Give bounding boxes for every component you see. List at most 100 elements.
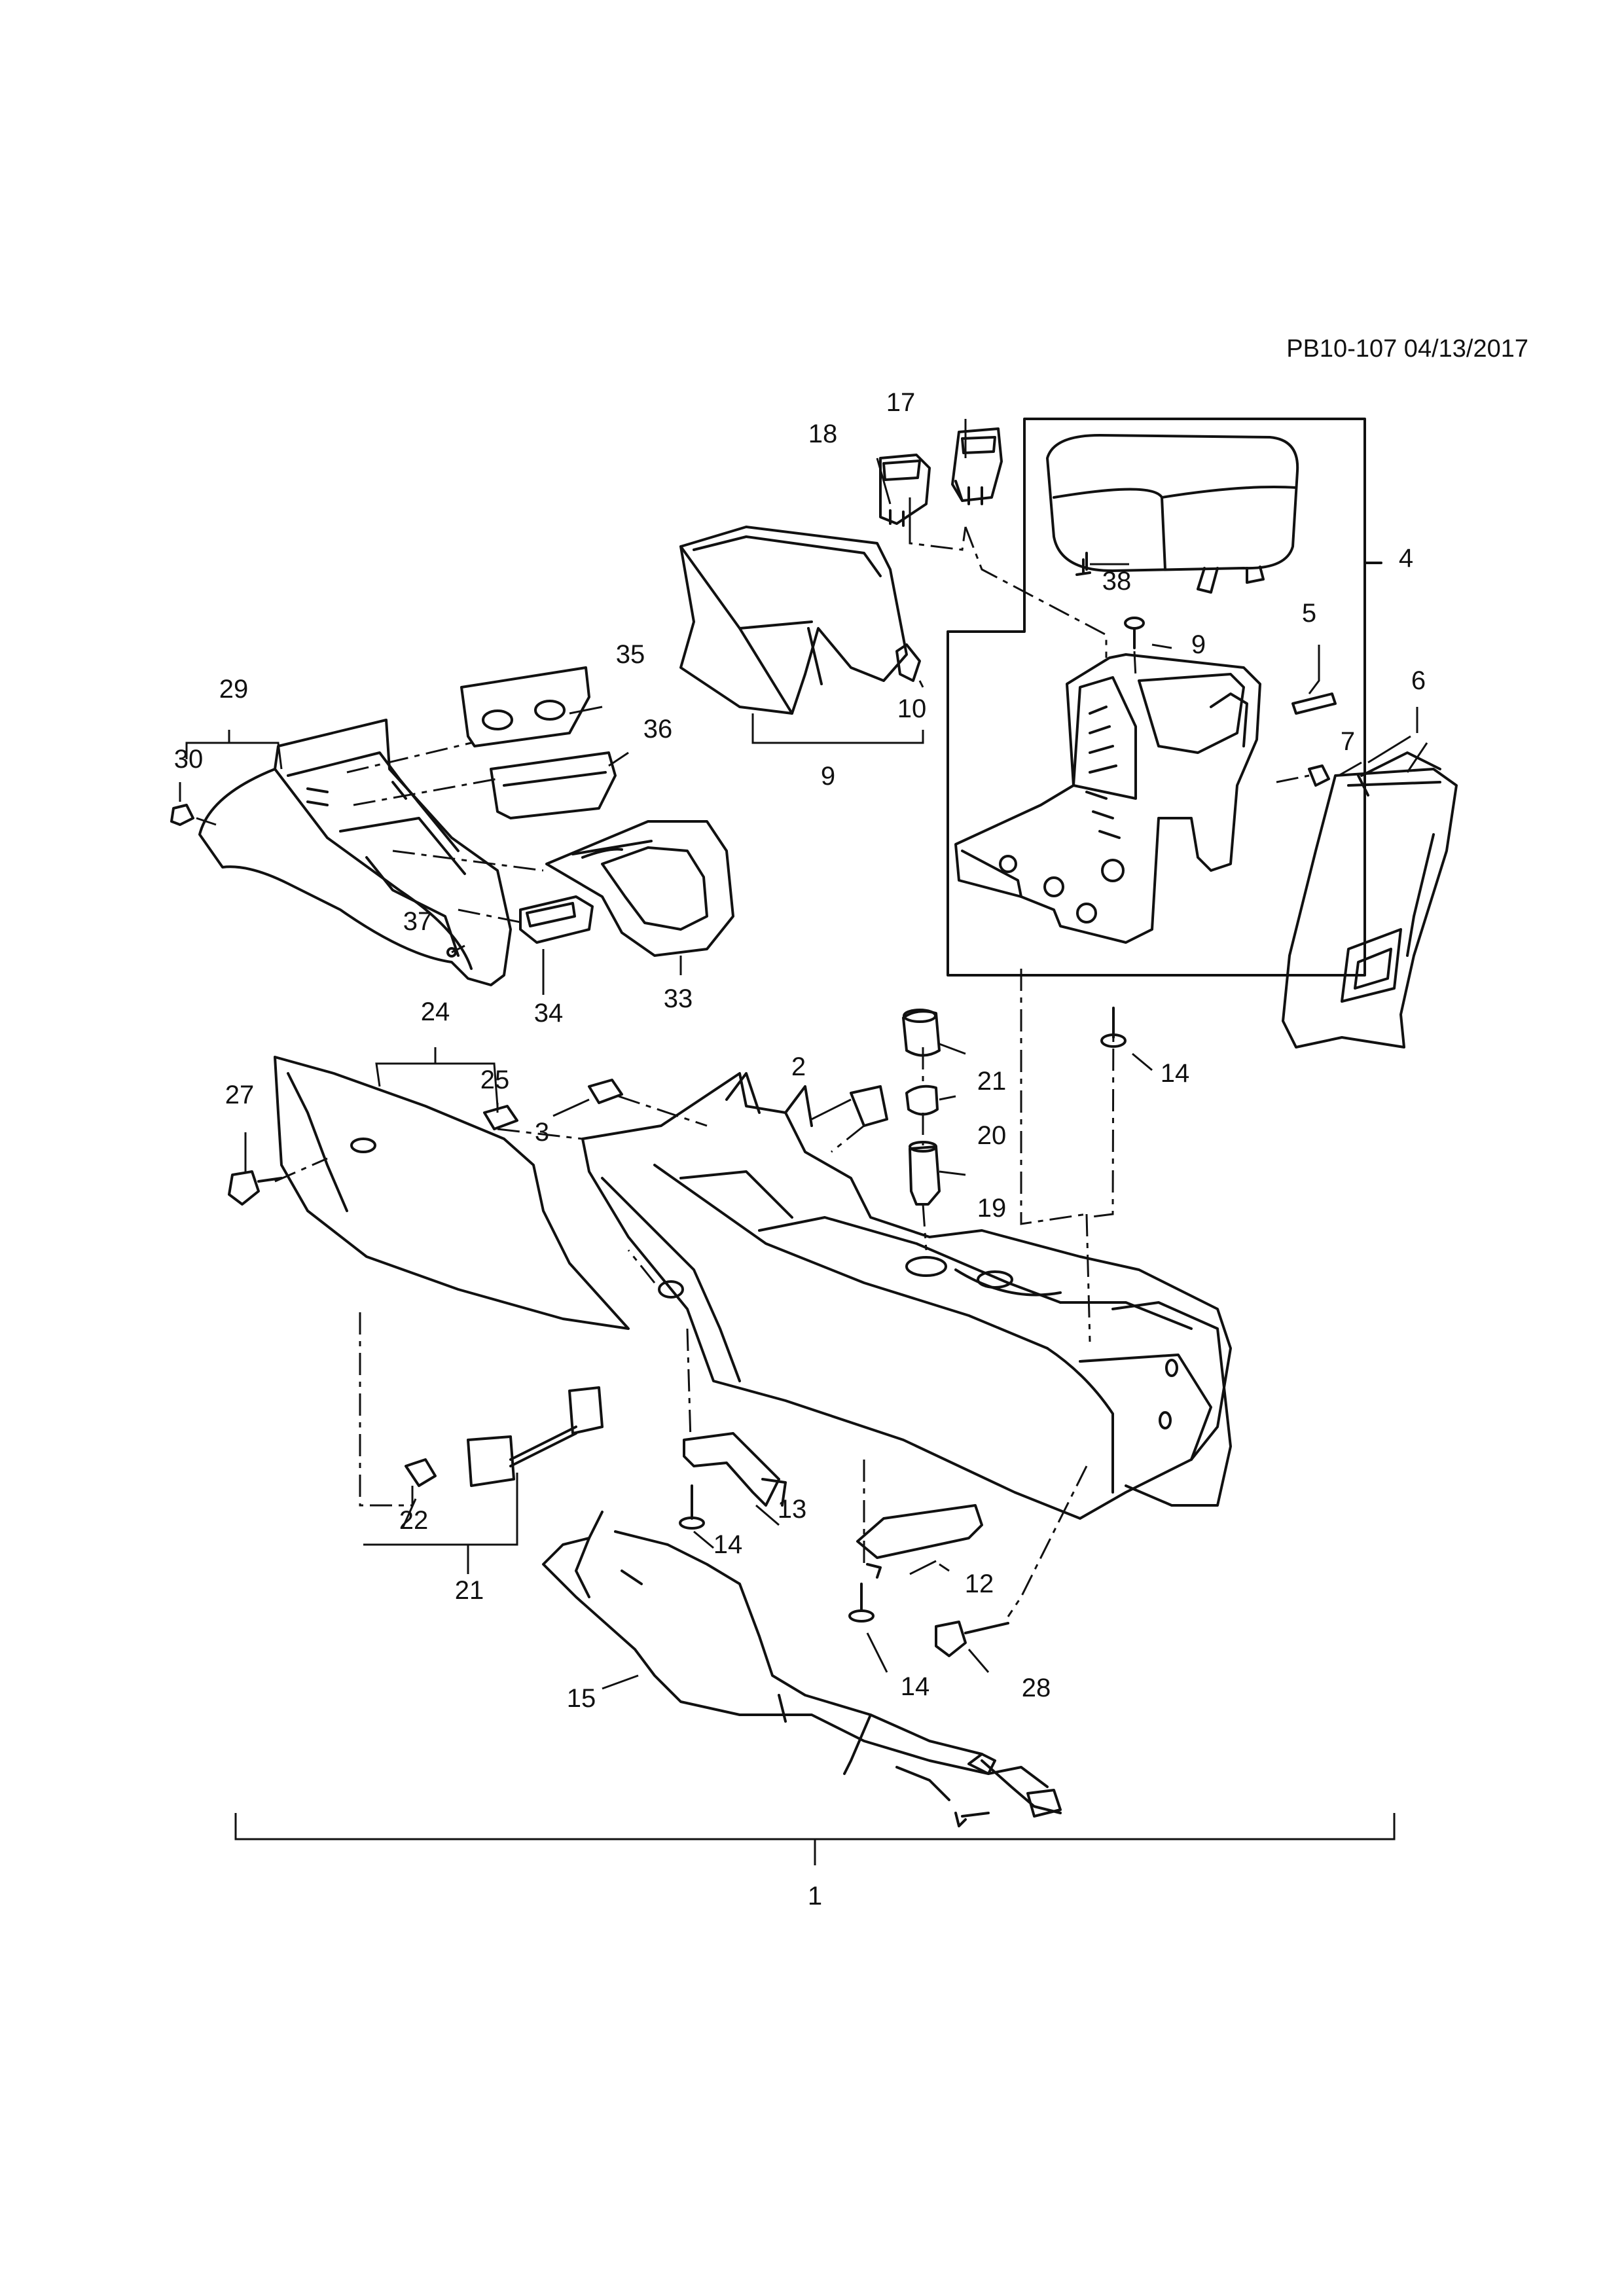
bracket-12 — [856, 1504, 983, 1559]
leader-line — [939, 1095, 956, 1101]
callout-11: 10 — [897, 694, 927, 723]
switch-17 — [879, 454, 931, 525]
leader-dashed — [1133, 651, 1137, 678]
overall-assembly-bracket — [234, 1813, 1396, 1865]
leader-dashed — [1020, 969, 1087, 1225]
main-console-body — [581, 1072, 1232, 1520]
callout-17: 18 — [808, 420, 838, 448]
leader-dashed — [353, 778, 498, 806]
leader-line — [1151, 643, 1172, 649]
callout-13: 13 — [777, 1495, 807, 1524]
leader-line — [918, 680, 924, 688]
leader-dashed — [627, 1249, 656, 1283]
bracket-13 — [683, 1432, 780, 1507]
leader-line — [185, 730, 283, 770]
switch-16 — [951, 427, 1003, 502]
callout-19: 20 — [977, 1121, 1007, 1150]
leader-line — [939, 1043, 966, 1055]
leader-line — [1308, 645, 1320, 694]
leader-line — [569, 706, 603, 715]
document-reference: PB10-107 04/13/2017 — [1286, 335, 1528, 363]
callout-3: 3 — [534, 1118, 550, 1147]
callout-15: 15 — [566, 1684, 596, 1713]
leader-line — [401, 1498, 417, 1529]
leader-dashed — [274, 1157, 328, 1183]
callout-9: 9 — [1191, 630, 1206, 659]
callout-37: 37 — [403, 907, 433, 936]
lighter-ring-19 — [905, 1085, 939, 1116]
leader-dashed — [922, 1047, 928, 1251]
pin — [1291, 692, 1337, 715]
bolt-27 — [228, 1170, 260, 1206]
sensor-22 — [405, 1458, 437, 1487]
leader-line — [1132, 1052, 1153, 1071]
callout-27: 27 — [225, 1081, 255, 1109]
leader-dashed — [618, 1095, 708, 1127]
wiring-harness — [542, 1511, 1049, 1788]
leader-dashed — [1007, 1465, 1088, 1617]
callout-22: 22 — [399, 1506, 429, 1535]
leader-line — [755, 1504, 780, 1526]
callout-1: 1 — [807, 1882, 823, 1910]
armrest-lid — [1046, 434, 1299, 572]
callout-33: 33 — [663, 984, 693, 1013]
leader-line — [811, 1098, 852, 1121]
panel-35 — [460, 666, 590, 747]
leader-dashed — [196, 817, 217, 826]
leader-dashed — [686, 1328, 692, 1441]
leader-line — [751, 713, 924, 744]
leader-dashed — [831, 1124, 865, 1153]
leader-dashed — [1085, 1213, 1091, 1342]
leader-dashed — [964, 526, 1108, 658]
callout-36: 36 — [643, 715, 673, 744]
callout-28: 28 — [1021, 1674, 1051, 1702]
leader-line — [451, 944, 465, 954]
callout-6: 6 — [1411, 666, 1426, 695]
callout-7: 7 — [1340, 727, 1356, 756]
leader-line — [909, 1560, 950, 1575]
leader-dashed — [346, 742, 472, 774]
callout-35: 35 — [615, 640, 645, 669]
leader-line — [608, 751, 629, 767]
console-rear-panel — [1111, 1301, 1232, 1507]
callout-30: 30 — [173, 745, 204, 774]
leader-dashed — [359, 1312, 414, 1507]
leader-line — [876, 419, 967, 505]
lighter-20 — [902, 1010, 941, 1057]
leader-line — [552, 1098, 590, 1117]
callout-14-center: 14 — [713, 1530, 743, 1559]
rear-trim-panel — [1282, 768, 1458, 1049]
callout-21: 21 — [454, 1576, 484, 1605]
callout-25: 25 — [480, 1066, 510, 1094]
shifter-bezel — [545, 820, 734, 957]
callout-20: 21 — [977, 1067, 1007, 1096]
callout-10: 9 — [820, 762, 836, 791]
callout-12: 12 — [964, 1570, 994, 1598]
leader-dashed — [392, 850, 544, 872]
leader-line — [967, 1649, 990, 1673]
leader-line — [693, 1530, 714, 1549]
bracket-21 — [467, 1435, 515, 1487]
leader-dashed — [458, 908, 524, 924]
leader-line — [939, 1170, 966, 1176]
armrest-bracket — [954, 653, 1261, 944]
lighter-socket-18 — [909, 1145, 941, 1206]
leader-line — [602, 1674, 639, 1690]
armrest-assembly-frame — [947, 418, 1366, 977]
upper-console-bezel — [679, 526, 908, 715]
switch-pack — [519, 895, 594, 944]
leader-dashed — [497, 1128, 583, 1140]
callout-16: 17 — [886, 388, 916, 417]
leader-line — [1338, 761, 1362, 777]
callout-4: 4 — [1398, 544, 1414, 573]
leader-dashed — [909, 524, 967, 551]
leader-line — [1367, 707, 1428, 773]
tray-36 — [490, 751, 617, 819]
callout-38: 38 — [1102, 567, 1132, 596]
callout-2: 2 — [791, 1052, 806, 1081]
callout-34: 34 — [533, 999, 564, 1028]
console-front-trim — [198, 719, 512, 986]
left-side-panel — [274, 1056, 630, 1330]
